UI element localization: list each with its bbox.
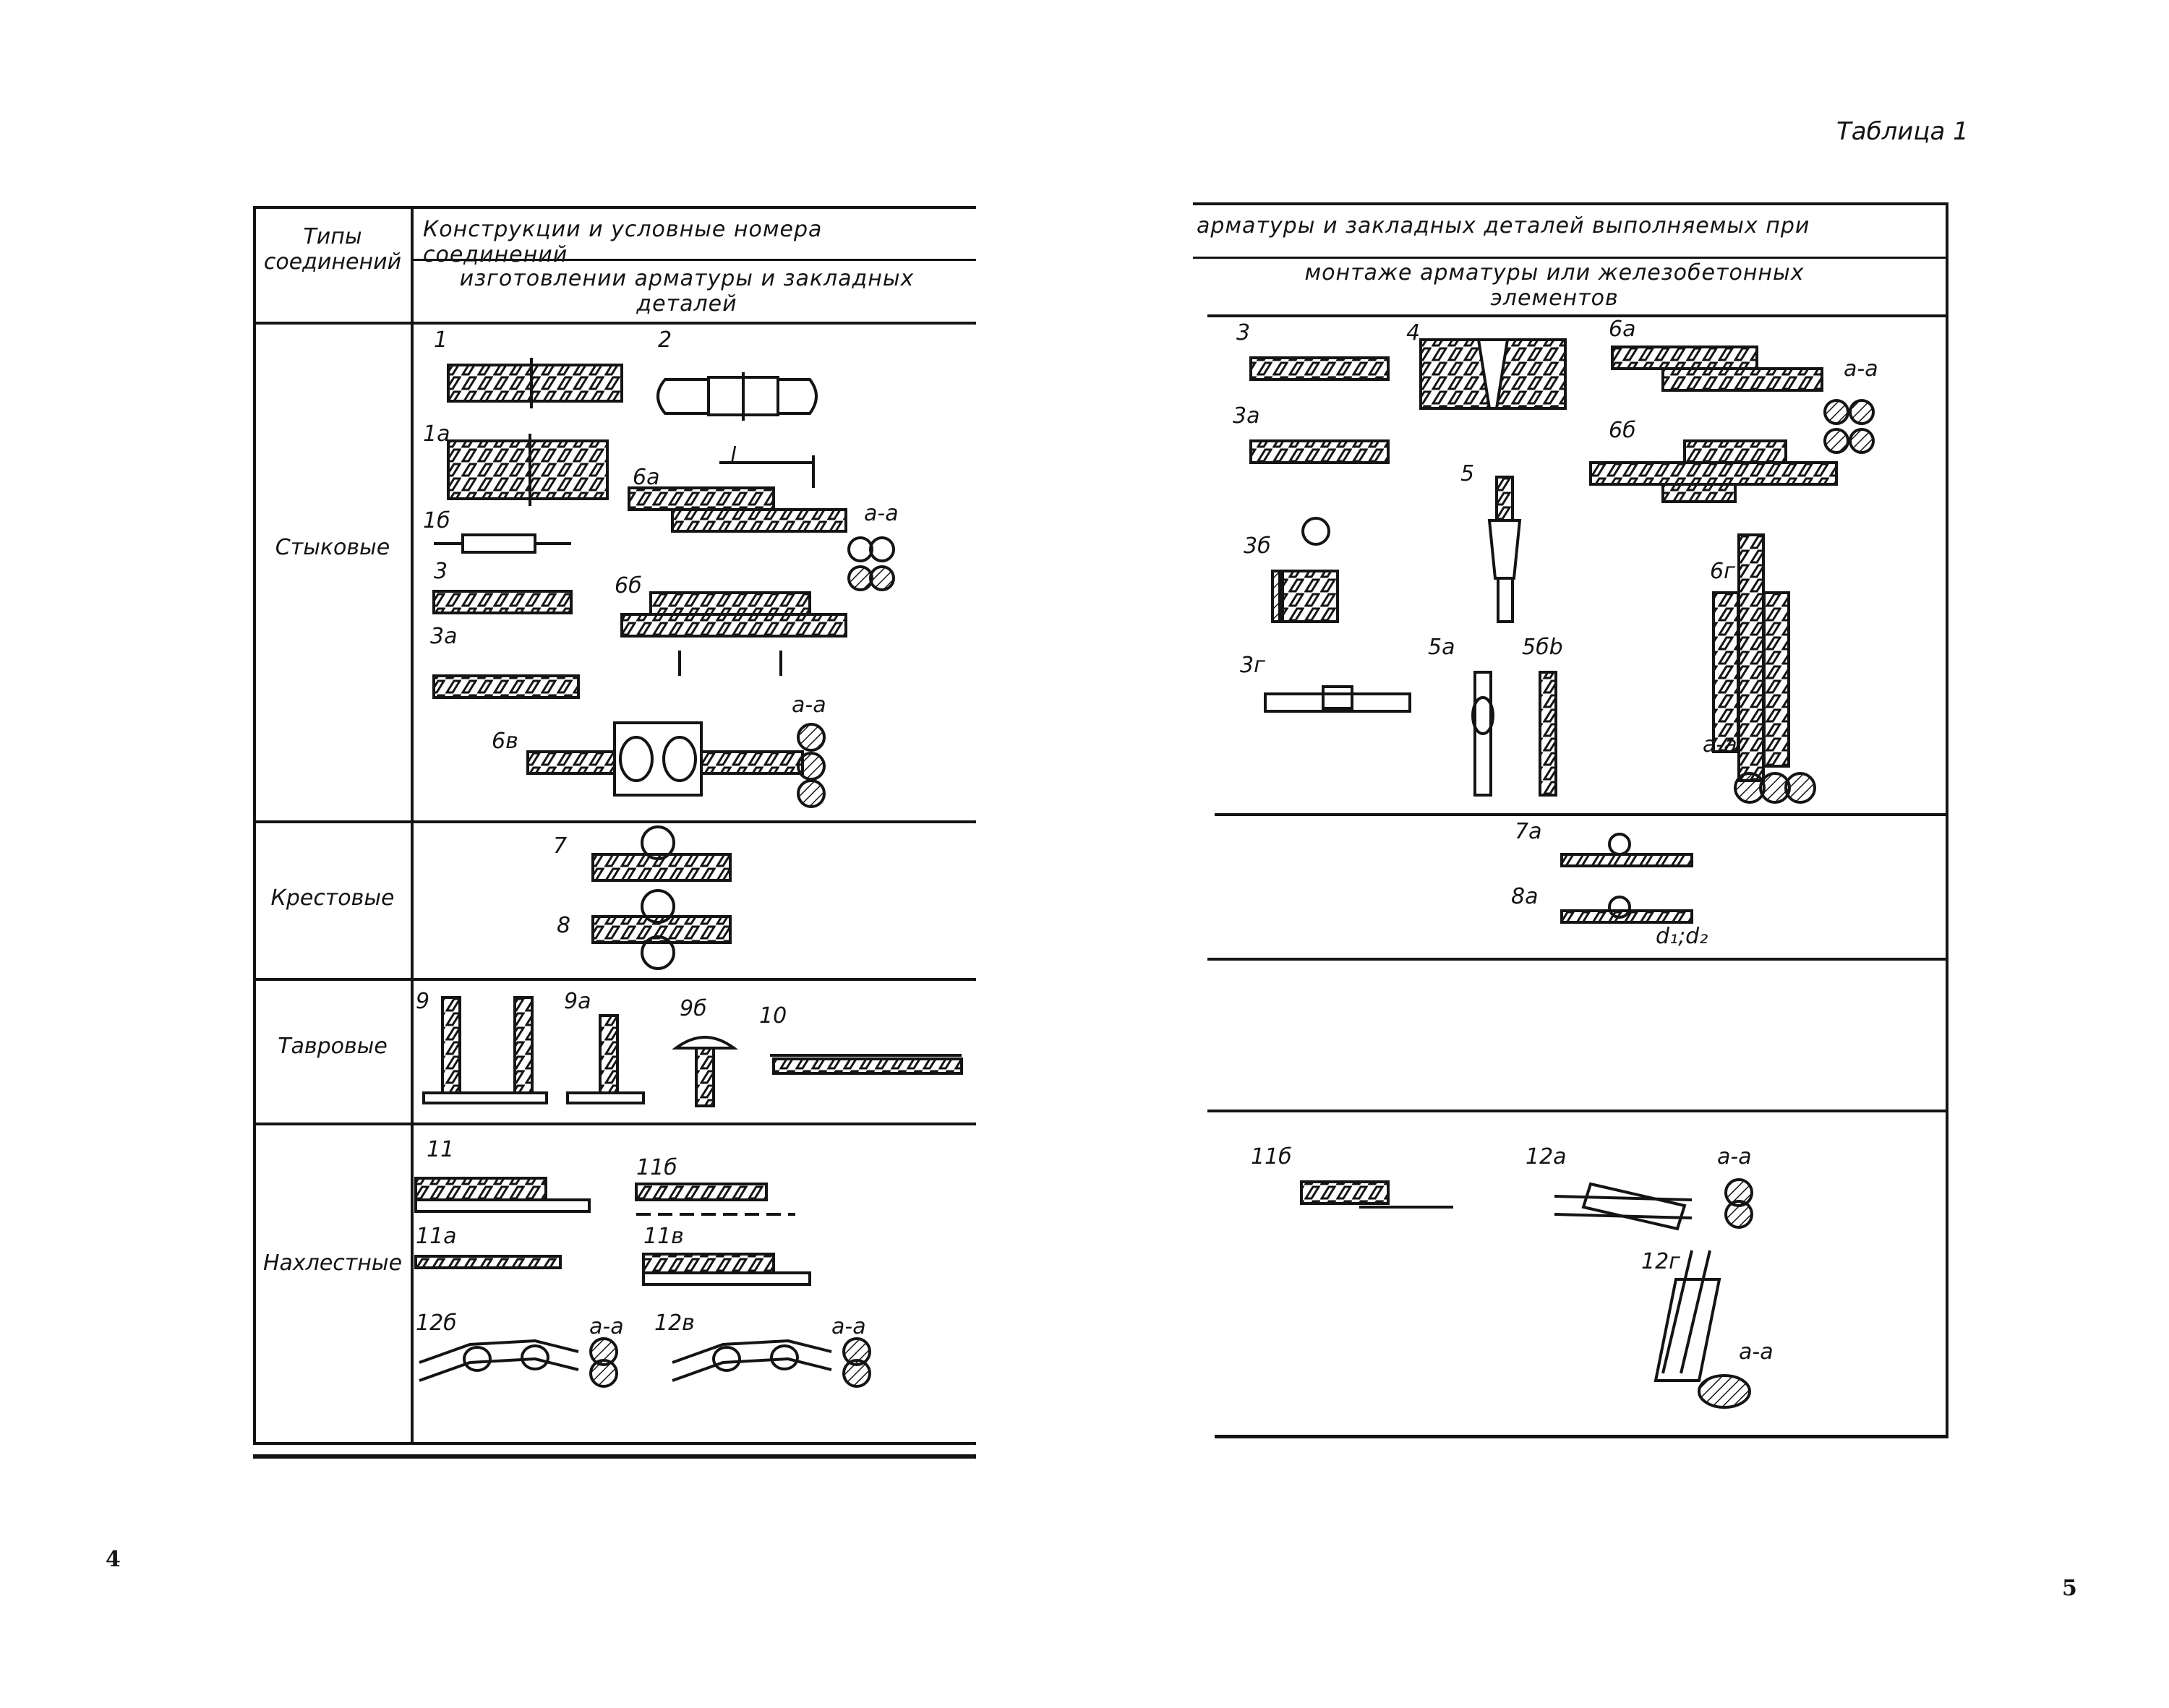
fig-label: a-a — [864, 501, 899, 526]
assembly-header: монтаже арматуры или железобетонных элем… — [1304, 260, 1805, 311]
fig-label: a-a — [1739, 1339, 1774, 1365]
fig-label: 12г — [1641, 1249, 1680, 1274]
fig-label: 3г — [1240, 653, 1265, 678]
fig-label: 3 — [1236, 320, 1250, 346]
fig-label: 9а — [564, 989, 591, 1014]
fig-label: a-a — [1844, 356, 1878, 382]
fig-label: 11в — [643, 1224, 684, 1249]
fig-label: 6б — [1609, 418, 1636, 443]
fig-label: 12б — [416, 1310, 457, 1336]
row-label-lap: Нахлестные — [262, 1250, 403, 1276]
page-number-right: 5 — [2062, 1576, 2077, 1601]
fig-label: 1б — [423, 508, 450, 533]
fig-label: 10 — [759, 1003, 787, 1029]
fig-label: d₁;d₂ — [1656, 924, 1708, 949]
fig-label: 9 — [416, 989, 429, 1014]
types-column-header: Типы соединений — [263, 224, 402, 275]
row-label-tee: Тавровые — [278, 1034, 388, 1059]
fig-label: l — [730, 443, 737, 468]
fig-label: 6а — [1609, 317, 1635, 342]
fig-label: 2 — [658, 327, 672, 353]
fig-label: a-a — [589, 1314, 624, 1339]
fig-label: 11б — [636, 1155, 677, 1180]
fig-label: 9б — [680, 996, 707, 1021]
fig-label: a-a — [1703, 732, 1737, 758]
fabrication-header: изготовлении арматуры и закладных детале… — [459, 266, 915, 317]
fig-label: 6а — [633, 465, 659, 490]
fig-label: 5а — [1428, 635, 1455, 660]
fig-label: 6в — [492, 729, 518, 754]
row-label-cross: Крестовые — [270, 885, 395, 911]
fig-label: 3а — [430, 624, 457, 649]
fig-label: 11 — [427, 1137, 454, 1162]
fig-label: a-a — [1717, 1144, 1752, 1170]
fig-label: 3 — [434, 559, 448, 584]
fig-label: 3б — [1244, 533, 1271, 559]
fig-label: a-a — [831, 1314, 866, 1339]
page-number-left: 4 — [106, 1547, 121, 1572]
fig-label: 11б — [1251, 1144, 1292, 1170]
fig-label: a-a — [792, 692, 826, 718]
fig-label: 4 — [1406, 320, 1420, 346]
fig-label: 5бb — [1522, 635, 1563, 660]
fig-label: 8а — [1511, 884, 1538, 909]
continuation-header: арматуры и закладных деталей выполняемых… — [1197, 213, 1810, 239]
fig-label: 12в — [654, 1310, 695, 1336]
constructions-header: Конструкции и условные номера соединений — [423, 217, 823, 267]
table-caption: Таблица 1 — [1836, 117, 1969, 146]
fig-label: 5 — [1460, 461, 1474, 486]
fig-label: 12а — [1526, 1144, 1567, 1170]
fig-label: 1 — [434, 327, 448, 353]
fig-label: 6г — [1710, 559, 1735, 584]
row-label-butt: Стыковые — [275, 535, 390, 560]
fig-label: 1а — [423, 421, 450, 447]
fig-label: 6б — [615, 573, 642, 598]
fig-label: 11а — [416, 1224, 457, 1249]
fig-label: 7 — [553, 833, 567, 859]
fig-label: 3а — [1233, 403, 1259, 429]
fig-label: 7а — [1515, 819, 1541, 844]
fig-label: 8 — [557, 913, 570, 938]
